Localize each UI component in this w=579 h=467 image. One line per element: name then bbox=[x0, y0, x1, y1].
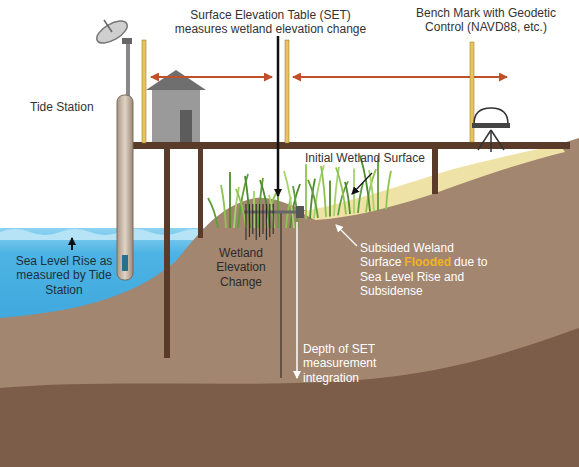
grass-blade bbox=[253, 191, 255, 228]
grass-blade bbox=[321, 166, 326, 217]
set-pin bbox=[259, 204, 260, 237]
grass-blade bbox=[284, 171, 294, 228]
surface-label: Initial Wetland Surface bbox=[305, 151, 445, 165]
device-label: Surface Elevation Table (SET) measures w… bbox=[168, 8, 373, 37]
grass-blade bbox=[336, 167, 346, 214]
label-text: Initial Wetland Surface bbox=[305, 151, 425, 165]
grass-blade bbox=[229, 172, 231, 228]
set-pin bbox=[263, 204, 264, 234]
elevation-change-label: Wetland Elevation Change bbox=[206, 246, 276, 289]
grass-blade bbox=[208, 198, 218, 228]
marsh-grass bbox=[208, 156, 391, 228]
set-pin bbox=[246, 204, 247, 240]
grass-blade bbox=[308, 180, 318, 218]
benchmark-label: Bench Mark with Geodetic Control (NAVD88… bbox=[400, 6, 572, 35]
label-text: Tide Station bbox=[30, 100, 94, 114]
label-text: Surface Elevation Table (SET) measures w… bbox=[175, 8, 366, 36]
label-text: Depth of SET measurement integration bbox=[303, 342, 376, 385]
station-label: Tide Station bbox=[30, 100, 110, 114]
grass-blade bbox=[221, 185, 226, 228]
subsided-label: Subsided Weland SurfaceFloodeddue to Sea… bbox=[360, 241, 510, 299]
grass-blade bbox=[329, 180, 331, 216]
set-pin bbox=[249, 204, 250, 237]
grass-blade bbox=[386, 171, 391, 210]
grass-blade bbox=[260, 180, 270, 228]
grass-blade bbox=[369, 170, 374, 211]
label-text: Bench Mark with Geodetic Control (NAVD88… bbox=[416, 6, 556, 34]
label-text: Sea Level Rise as measured by Tide Stati… bbox=[16, 254, 113, 297]
grass-blade bbox=[236, 189, 246, 228]
label-part: Flooded bbox=[404, 255, 451, 269]
set-pin bbox=[256, 204, 257, 240]
grass-blade bbox=[305, 164, 307, 219]
label-text: Wetland Elevation Change bbox=[216, 246, 265, 289]
sea-level-label: Sea Level Rise as measured by Tide Stati… bbox=[14, 254, 114, 297]
set-pin bbox=[252, 204, 253, 234]
grass-blade bbox=[345, 182, 350, 214]
set-pin bbox=[269, 204, 270, 237]
set-pins bbox=[246, 204, 273, 240]
set-pin bbox=[266, 204, 267, 240]
set-pin bbox=[273, 204, 274, 234]
depth-label: Depth of SET measurement integration bbox=[303, 342, 423, 385]
